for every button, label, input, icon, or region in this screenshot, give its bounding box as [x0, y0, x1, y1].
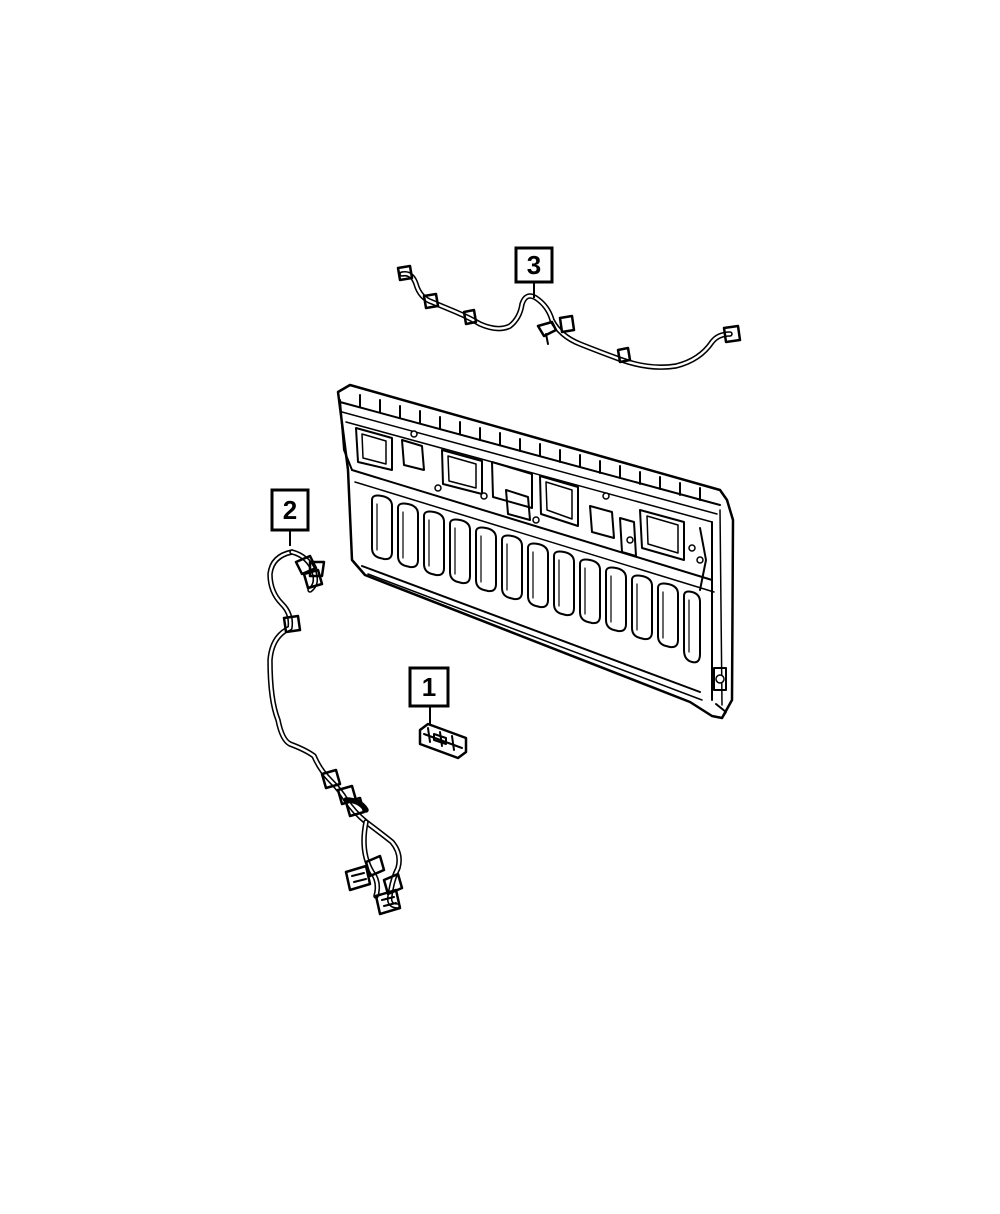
- callout-1-label: 1: [422, 672, 436, 702]
- wiring-harness-icon: [267, 531, 404, 916]
- wiring-harness-icon: [396, 264, 742, 370]
- tailgate-panel-icon: [336, 383, 735, 720]
- bracket-part-icon: [418, 707, 468, 760]
- callout-1: 1: [408, 666, 450, 708]
- callout-3: 3: [514, 246, 554, 284]
- callout-2-label: 2: [283, 495, 297, 525]
- callout-2: 2: [270, 488, 310, 532]
- callout-3-label: 3: [527, 250, 541, 280]
